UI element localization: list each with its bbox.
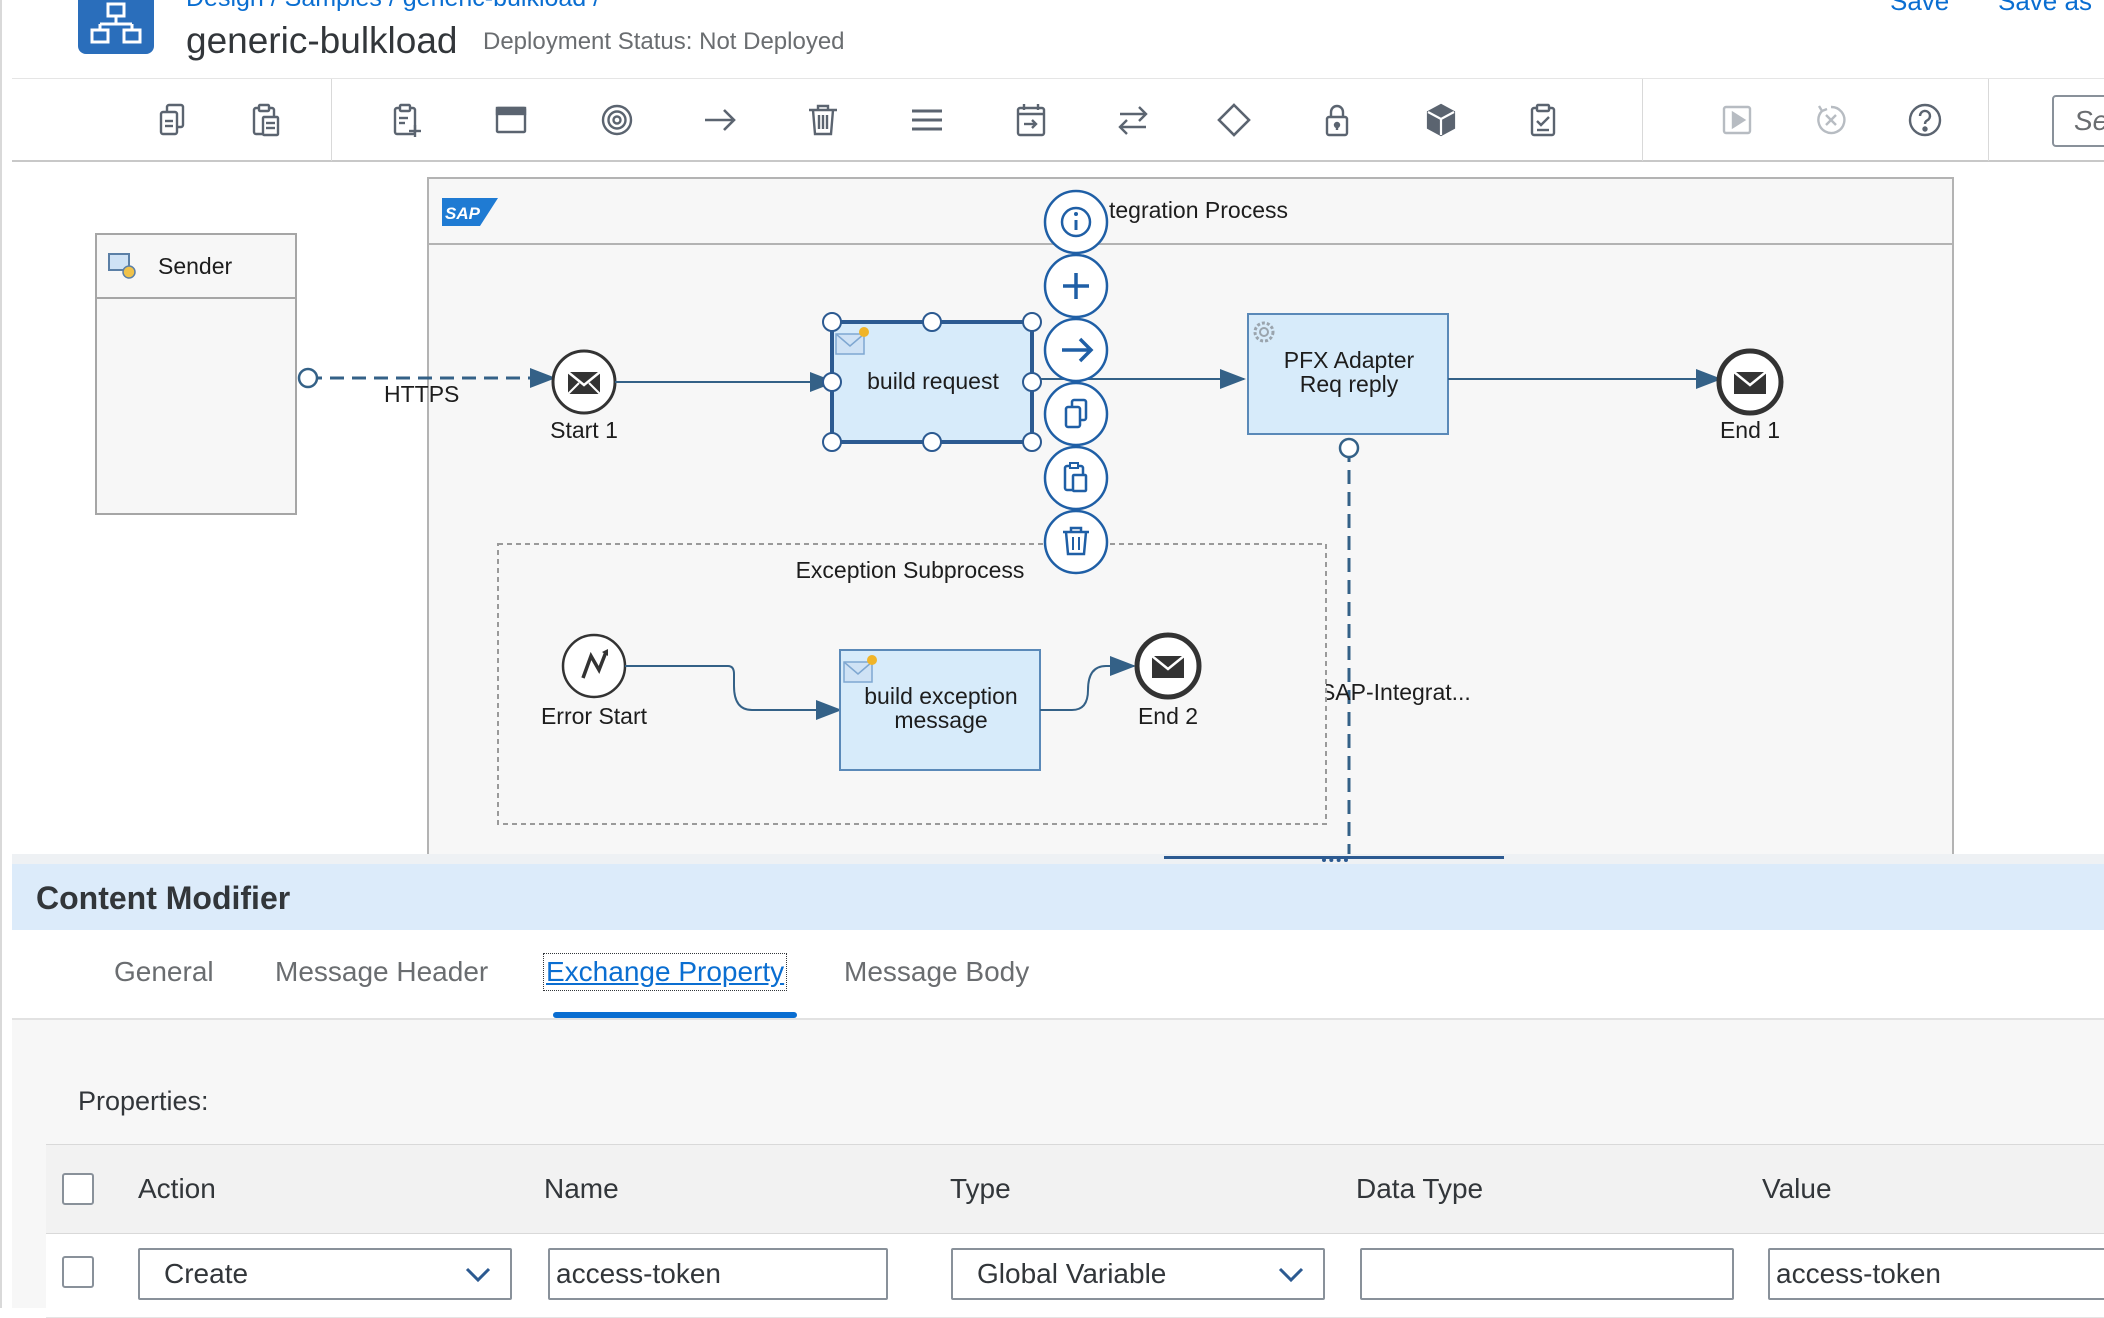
content-modifier-icon: [843, 655, 877, 683]
data-type-field[interactable]: [1360, 1248, 1734, 1300]
panel-body: Properties: Action Name Type Data Type V…: [12, 1020, 2104, 1318]
header: Design / Samples / generic-bulkload / ge…: [0, 0, 2104, 80]
plus-icon[interactable]: [1043, 253, 1109, 319]
copy-icon[interactable]: [1043, 381, 1109, 447]
info-icon[interactable]: [1043, 189, 1109, 255]
https-connection[interactable]: [297, 367, 556, 389]
palette-toolbar: Se: [12, 78, 2104, 162]
window-icon[interactable]: [486, 95, 536, 145]
copy-icon[interactable]: [148, 95, 198, 145]
end-event[interactable]: [1134, 632, 1202, 700]
value-field[interactable]: access-token: [1768, 1248, 2104, 1300]
chevron-down-icon: [1278, 1267, 1304, 1283]
deployment-status: Deployment Status: Not Deployed: [483, 28, 845, 55]
row-checkbox[interactable]: [62, 1256, 94, 1288]
https-label: HTTPS: [384, 381, 459, 407]
cube-icon[interactable]: [1416, 95, 1466, 145]
type-select[interactable]: Global Variable: [951, 1248, 1325, 1300]
tab-general[interactable]: General: [114, 956, 214, 987]
add-icon[interactable]: [382, 95, 432, 145]
resize-grip-icon: [1322, 858, 1348, 862]
action-select[interactable]: Create: [138, 1248, 512, 1300]
tab-exchange-property[interactable]: Exchange Property: [542, 953, 788, 991]
connect-arrow-icon[interactable]: [1043, 317, 1109, 383]
search-input[interactable]: Se: [2052, 95, 2104, 147]
resize-handle-bar: [1164, 856, 1504, 859]
save-button[interactable]: Save: [1890, 0, 1950, 16]
build-exception-label-line2: message: [894, 707, 987, 733]
table-row: Create access-token Global Variable acce…: [46, 1234, 2104, 1318]
delete-icon[interactable]: [798, 95, 848, 145]
build-exception-label-line1: build exception: [864, 683, 1017, 709]
help-icon[interactable]: [1900, 95, 1950, 145]
start-event[interactable]: [551, 349, 617, 415]
exception-subprocess-label: Exception Subprocess: [796, 557, 1025, 583]
paste-icon[interactable]: [1043, 445, 1109, 511]
cancel-icon[interactable]: [1806, 95, 1856, 145]
sender-participant[interactable]: [95, 233, 297, 515]
start1-label: Start 1: [550, 417, 618, 443]
error-start-event[interactable]: [561, 633, 627, 699]
toolbar-divider: [331, 79, 332, 161]
active-tab-indicator: [553, 1012, 797, 1018]
tab-message-body[interactable]: Message Body: [844, 956, 1030, 987]
breadcrumb[interactable]: Design / Samples / generic-bulkload /: [186, 0, 600, 13]
sequence-flow[interactable]: [625, 665, 842, 720]
clipboard-check-icon[interactable]: [1518, 95, 1568, 145]
target-icon[interactable]: [592, 95, 642, 145]
tab-message-header[interactable]: Message Header: [275, 956, 489, 987]
sequence-flow[interactable]: [1040, 656, 1136, 711]
panel-resize-handle[interactable]: [12, 854, 2104, 864]
lock-icon[interactable]: [1312, 95, 1362, 145]
diamond-icon[interactable]: [1209, 95, 1259, 145]
column-header-value: Value: [1762, 1173, 1832, 1204]
sender-system-icon: [108, 253, 136, 279]
play-icon[interactable]: [1712, 95, 1762, 145]
column-header-name: Name: [544, 1173, 619, 1204]
pfx-adapter-request-reply-step[interactable]: [1247, 313, 1449, 435]
window-left-border: [0, 0, 2, 1308]
toolbar-divider: [1642, 79, 1643, 161]
error-start-label: Error Start: [541, 703, 648, 729]
delete-icon[interactable]: [1043, 509, 1109, 575]
content-modifier-icon: [835, 327, 869, 355]
panel-title: Content Modifier: [36, 880, 291, 916]
column-header-type: Type: [950, 1173, 1011, 1204]
type-select-value: Global Variable: [977, 1258, 1167, 1289]
pfx-adapter-label-line1: PFX Adapter: [1284, 347, 1415, 373]
end-event[interactable]: [1716, 348, 1784, 416]
sap-logo: SAP: [442, 198, 498, 226]
column-header-data-type: Data Type: [1356, 1173, 1484, 1204]
properties-table-header: Action Name Type Data Type Value: [46, 1144, 2104, 1234]
panel-title-bar: Content Modifier: [12, 864, 2104, 930]
integration-flow-app-icon: [78, 0, 154, 54]
page-title: generic-bulkload: [186, 20, 458, 61]
arrow-right-icon[interactable]: [695, 95, 745, 145]
save-as-button[interactable]: Save as: [1998, 0, 2092, 16]
chevron-down-icon: [465, 1267, 491, 1283]
calendar-icon[interactable]: [1006, 95, 1056, 145]
integration-process-label: tegration Process: [1109, 197, 1288, 223]
receiver-connection[interactable]: [1338, 437, 1360, 854]
column-header-action: Action: [138, 1173, 216, 1204]
toolbar-divider: [1988, 79, 1989, 161]
sender-label: Sender: [158, 253, 233, 279]
end1-label: End 1: [1720, 417, 1780, 443]
swap-icon[interactable]: [1108, 95, 1158, 145]
gear-icon: [1253, 321, 1275, 343]
integration-flow-canvas[interactable]: SAP tegration Process Sender HTTPS Start…: [12, 162, 2104, 854]
paste-icon[interactable]: [241, 95, 291, 145]
properties-label: Properties:: [78, 1086, 209, 1116]
build-exception-message-step[interactable]: [839, 649, 1041, 771]
pfx-adapter-label-line2: Req reply: [1300, 371, 1399, 397]
panel-tabs: General Message Header Exchange Property…: [12, 930, 2104, 1020]
name-field[interactable]: access-token: [548, 1248, 888, 1300]
select-all-checkbox[interactable]: [62, 1173, 94, 1205]
build-request-label: build request: [867, 368, 999, 394]
svg-text:SAP: SAP: [445, 204, 481, 223]
end2-label: End 2: [1138, 703, 1198, 729]
menu-icon[interactable]: [902, 95, 952, 145]
action-select-value: Create: [164, 1258, 249, 1289]
build-request-step[interactable]: [822, 312, 1042, 452]
